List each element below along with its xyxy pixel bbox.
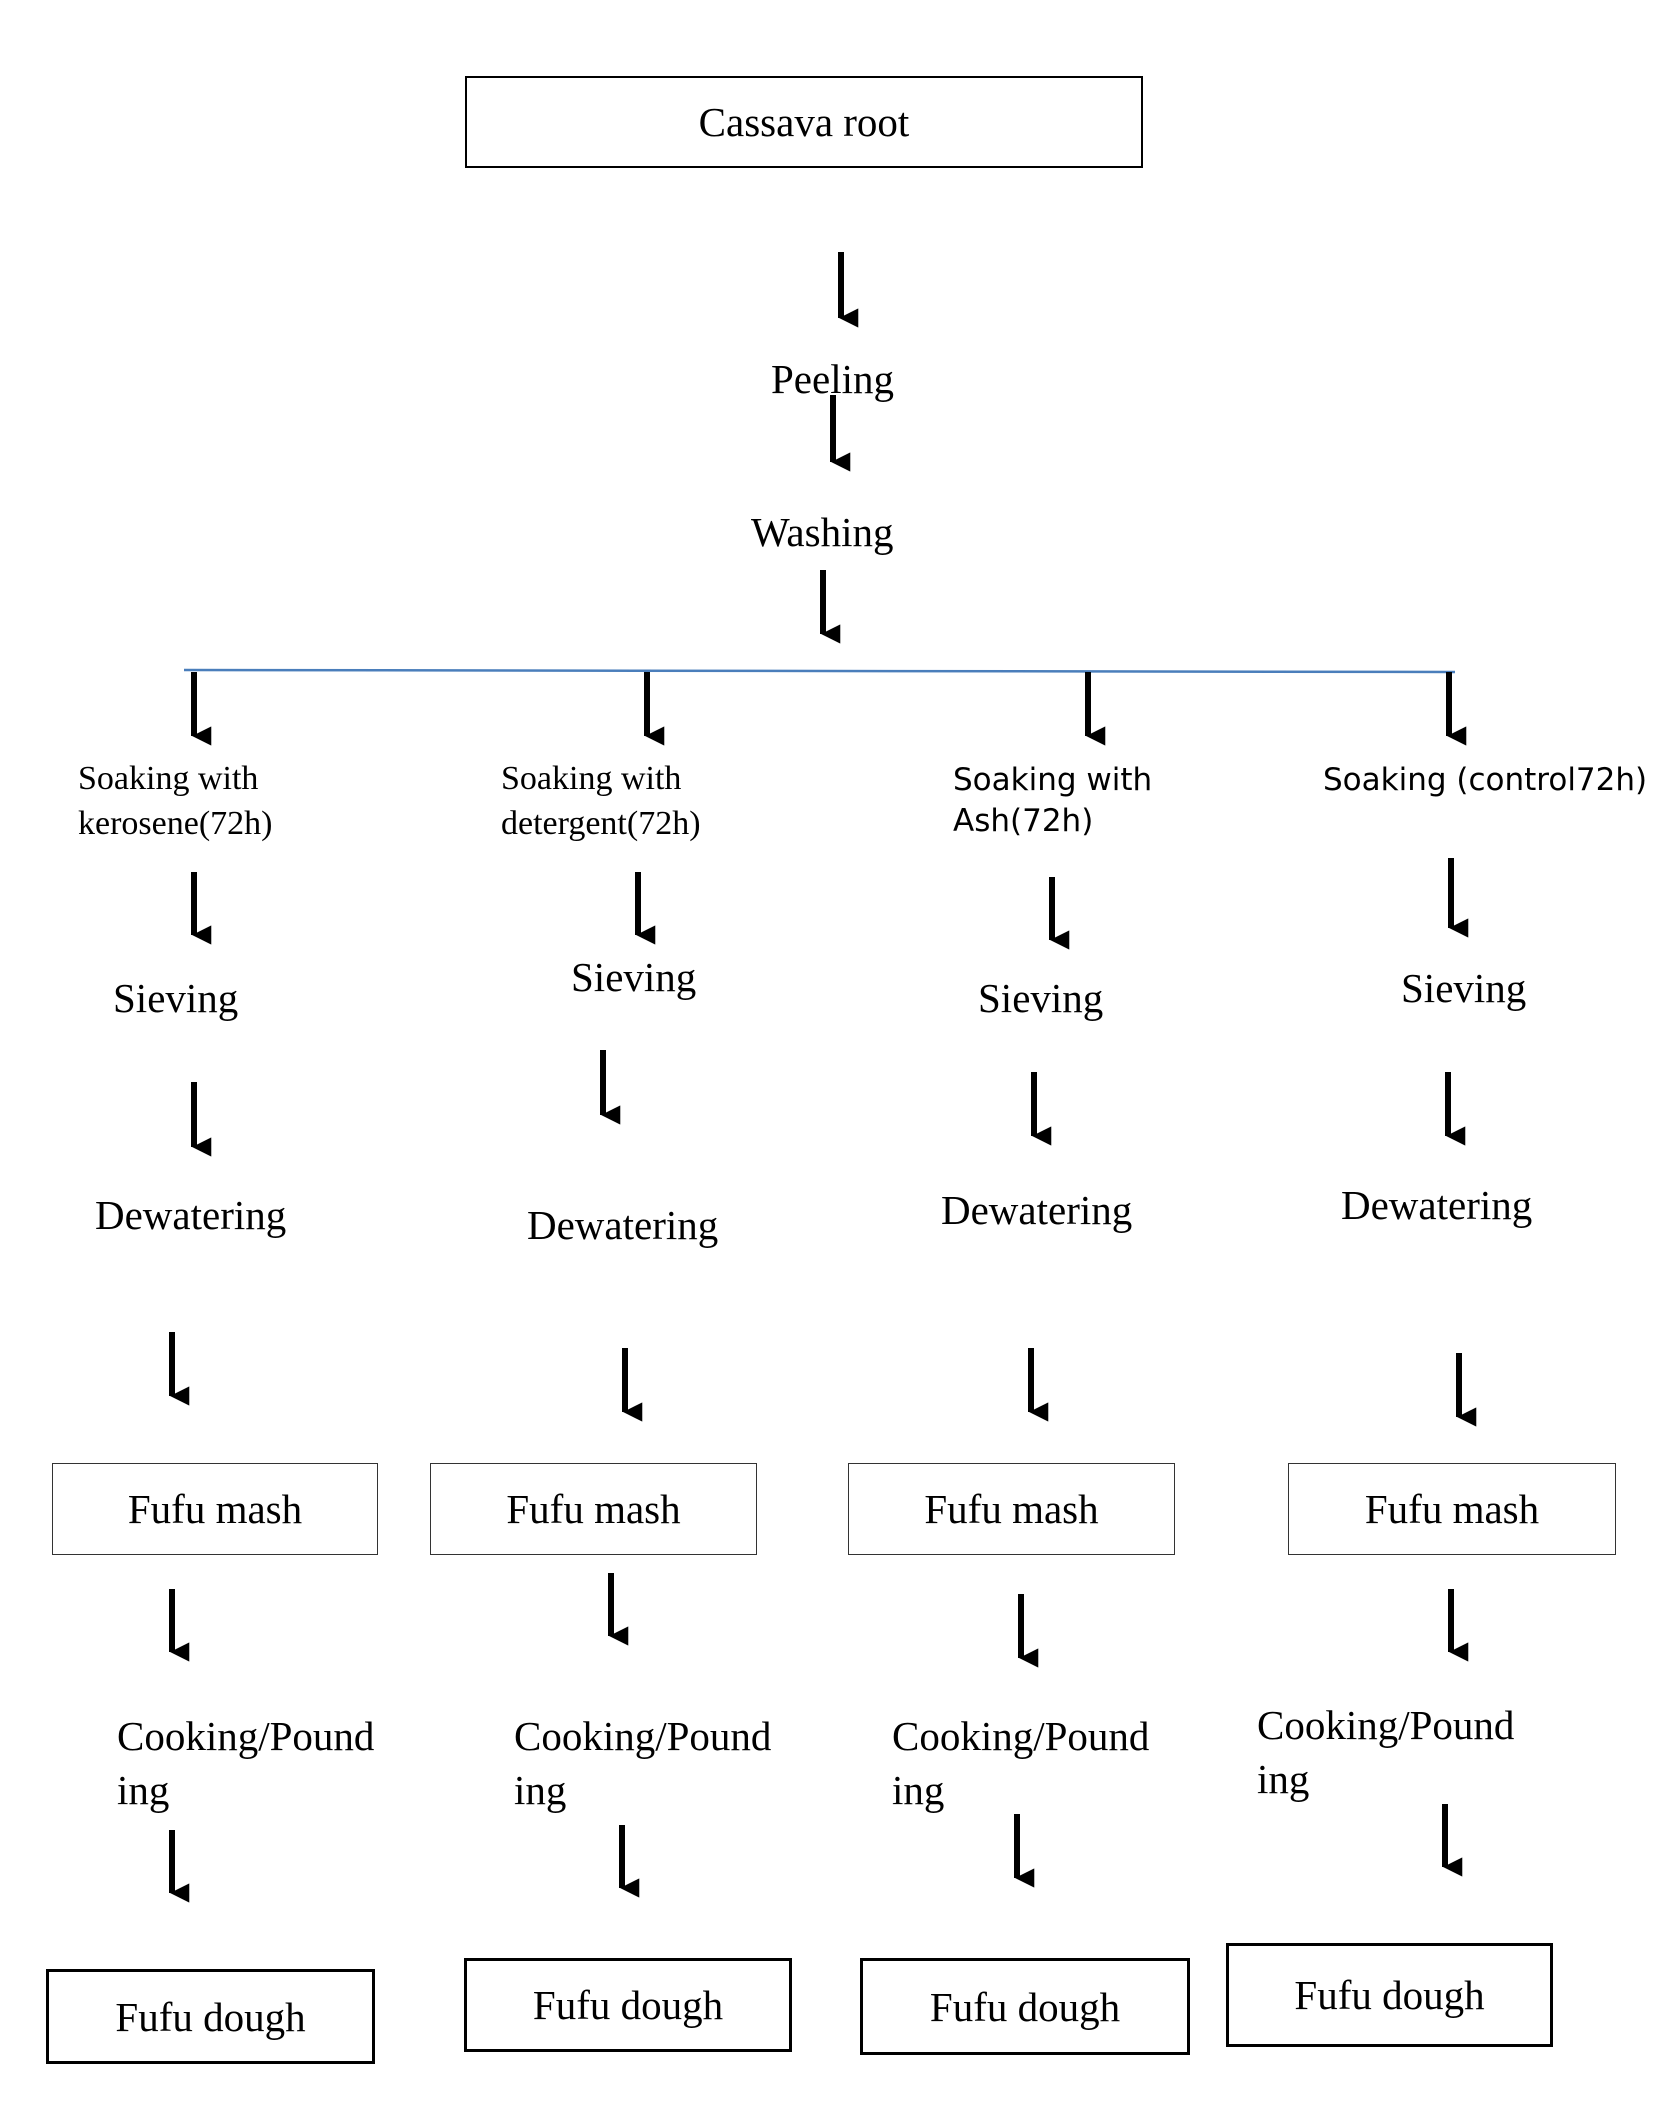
root-box-cassava: Cassava root bbox=[465, 76, 1143, 168]
cooking-pounding-ash: Cooking/Pound ing bbox=[892, 1713, 1150, 1814]
sieving-detergent: Sieving bbox=[571, 954, 697, 1000]
fufu-dough-label: Fufu dough bbox=[115, 1993, 306, 2040]
fufu-mash-label: Fufu mash bbox=[506, 1486, 681, 1532]
fufu-dough-box-control: Fufu dough bbox=[1226, 1943, 1553, 2047]
fufu-mash-label: Fufu mash bbox=[924, 1486, 1099, 1532]
soaking-ash: Soaking with Ash(72h) bbox=[953, 762, 1153, 839]
flow-arrows bbox=[169, 252, 1477, 1903]
fufu-dough-label: Fufu dough bbox=[929, 1983, 1121, 2030]
fufu-mash-box-detergent: Fufu mash bbox=[430, 1463, 757, 1555]
fufu-dough-box-detergent: Fufu dough bbox=[464, 1958, 792, 2052]
sieving-kerosene: Sieving bbox=[113, 975, 239, 1021]
cooking-pounding-kerosene: Cooking/Pound ing bbox=[117, 1713, 375, 1814]
fufu-dough-box-kerosene: Fufu dough bbox=[46, 1969, 375, 2064]
soaking-detergent: Soaking with detergent(72h) bbox=[501, 760, 701, 842]
dewatering-control: Dewatering bbox=[1341, 1182, 1533, 1228]
step-peeling: Peeling bbox=[771, 356, 894, 402]
root-label: Cassava root bbox=[698, 99, 910, 145]
branch-split-line bbox=[183, 668, 1456, 674]
fufu-mash-label: Fufu mash bbox=[1364, 1486, 1540, 1532]
fufu-dough-box-ash: Fufu dough bbox=[860, 1958, 1190, 2055]
fufu-mash-box-ash: Fufu mash bbox=[848, 1463, 1175, 1555]
fufu-mash-box-kerosene: Fufu mash bbox=[52, 1463, 378, 1555]
sieving-control: Sieving bbox=[1401, 965, 1527, 1011]
sieving-ash: Sieving bbox=[978, 975, 1104, 1021]
fufu-dough-label: Fufu dough bbox=[1294, 1972, 1485, 2018]
fufu-mash-label: Fufu mash bbox=[127, 1486, 303, 1532]
soaking-control: Soaking (control72h) bbox=[1323, 762, 1648, 798]
dewatering-ash: Dewatering bbox=[941, 1187, 1133, 1233]
dewatering-detergent: Dewatering bbox=[527, 1202, 719, 1248]
fufu-mash-box-control: Fufu mash bbox=[1288, 1463, 1616, 1555]
cooking-pounding-control: Cooking/Pound ing bbox=[1257, 1702, 1515, 1803]
soaking-kerosene: Soaking with kerosene(72h) bbox=[78, 760, 273, 842]
cooking-pounding-detergent: Cooking/Pound ing bbox=[514, 1713, 772, 1814]
dewatering-kerosene: Dewatering bbox=[95, 1192, 287, 1238]
fufu-dough-label: Fufu dough bbox=[532, 1982, 724, 2028]
step-washing: Washing bbox=[751, 509, 894, 555]
